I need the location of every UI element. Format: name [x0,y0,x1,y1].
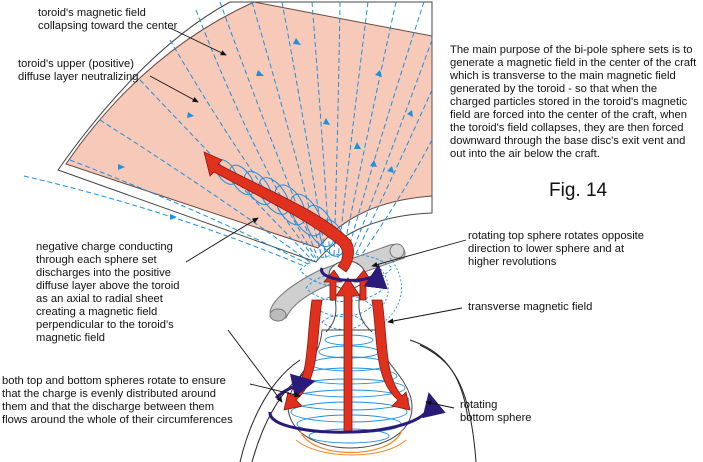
upper-red-arrow [203,151,354,273]
bottom-rotation-arrow [268,392,446,434]
left-red-arrow [283,299,323,411]
label-transverse-field: transverse magnetic field [468,301,593,313]
toroid-diffuse-layer [65,1,433,249]
right-red-arrow [371,299,411,411]
leader-lines [149,27,467,409]
leader-transverse [387,307,463,324]
label-rotating-top-sphere: rotating top sphere rotates opposite dir… [468,230,645,268]
leader-both-spheres-2 [249,383,301,398]
label-collapsing-field: toroid's magnetic field collapsing towar… [38,7,178,32]
label-upper-diffuse-layer: toroid's upper (positive) diffuse layer … [18,58,139,83]
label-rotating-bottom-sphere: rotating bottom sphere [460,399,532,424]
leader-bottom-sphere [425,400,455,409]
orange-contour [299,429,403,453]
leader-rotating-top [371,239,467,268]
top-rotation-arrow [320,264,388,290]
rotation-arrows [268,264,446,434]
center-red-arrow [335,277,361,433]
field-line-arrowheads [118,38,413,220]
leader-both-spheres [227,329,283,403]
leader-collapsing [169,27,227,56]
collapsing-field-lines [23,1,433,267]
gray-conduit-end [269,308,287,322]
figure-label: Fig. 14 [549,180,608,201]
label-both-spheres: both top and bottom spheres rotate to en… [2,375,233,426]
leader-negative [185,217,259,263]
label-negative-charge: negative charge conducting through each … [36,241,180,344]
description-paragraph: The main purpose of the bi-pole sphere s… [450,44,697,160]
leader-upper-layer [149,75,199,103]
